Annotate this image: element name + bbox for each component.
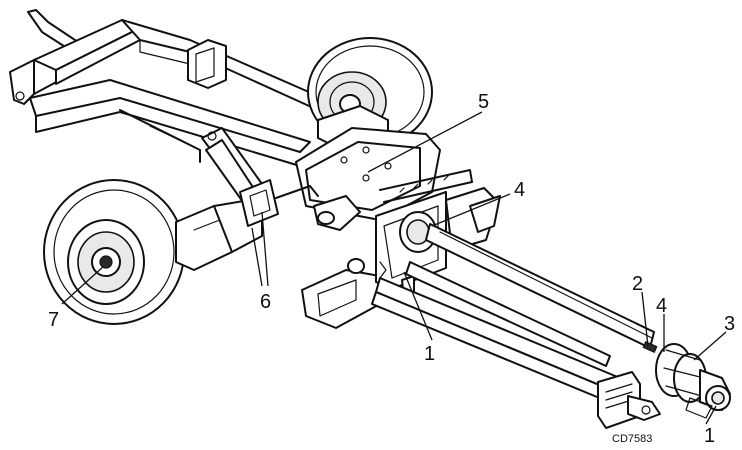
leader-6b xyxy=(261,211,269,287)
callout-1-right: 1 xyxy=(704,425,715,447)
driveshaft xyxy=(371,223,661,429)
pto-yoke xyxy=(655,343,731,419)
gearbox-mount xyxy=(295,127,473,231)
drawing-code: CD7583 xyxy=(612,433,652,445)
leader-lines xyxy=(61,111,727,425)
leader-2 xyxy=(641,291,649,347)
leader-5 xyxy=(367,111,483,173)
left-wheel xyxy=(43,179,263,325)
leader-7 xyxy=(61,265,105,305)
callout-4-lower: 4 xyxy=(656,295,667,317)
rear-wheel xyxy=(307,37,433,153)
leader-4-upper xyxy=(431,193,511,227)
callout-5: 5 xyxy=(478,91,489,113)
leader-6a xyxy=(251,227,263,287)
callout-4-upper: 4 xyxy=(514,179,525,201)
frame xyxy=(9,9,319,167)
callout-1-center: 1 xyxy=(424,343,435,365)
callout-6: 6 xyxy=(260,291,271,313)
adjustment-arms xyxy=(201,127,319,227)
callout-3: 3 xyxy=(724,313,735,335)
callout-2: 2 xyxy=(632,273,643,295)
leader-1-right xyxy=(705,405,717,425)
callout-7: 7 xyxy=(48,309,59,331)
leader-3 xyxy=(693,331,727,361)
leader-1-center xyxy=(403,271,433,341)
